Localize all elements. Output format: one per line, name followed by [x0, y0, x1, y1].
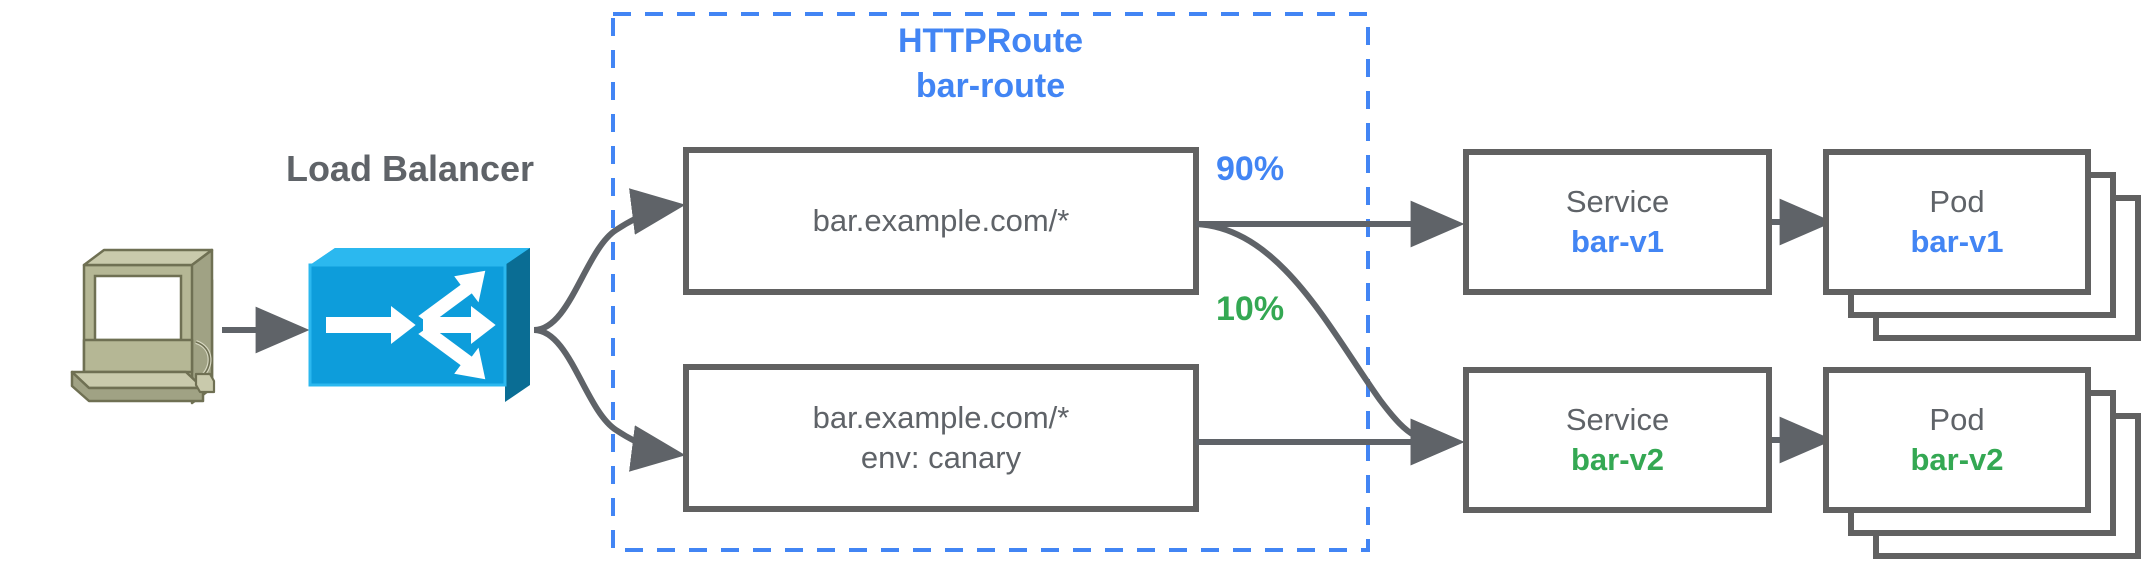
load-balancer-switch-icon [308, 248, 530, 402]
edge-lb-to-rule-canary [533, 327, 686, 472]
httproute-name-label: bar-route [915, 67, 1066, 106]
rule-box-primary[interactable] [683, 147, 1199, 295]
httproute-kind-label: HTTPRoute [897, 22, 1084, 60]
service-box-v1[interactable] [1463, 149, 1772, 295]
load-balancer-label: Load Balancer [285, 148, 535, 189]
httproute-title: HTTPRoute bar-route [613, 22, 1368, 106]
service-box-v2[interactable] [1463, 367, 1772, 513]
pod-stack-v1[interactable] [1823, 149, 2141, 341]
pod-stack-v2[interactable] [1823, 367, 2141, 559]
rule-box-canary[interactable] [683, 364, 1199, 512]
desktop-computer-icon [70, 248, 216, 405]
edge-lb-to-rule-primary [533, 188, 686, 333]
httproute-boundary [611, 12, 1370, 552]
weight-label-10: 10% [1216, 290, 1285, 328]
edge-rule-primary-to-service-v2 [1195, 221, 1465, 466]
weight-label-90: 90% [1216, 150, 1285, 188]
